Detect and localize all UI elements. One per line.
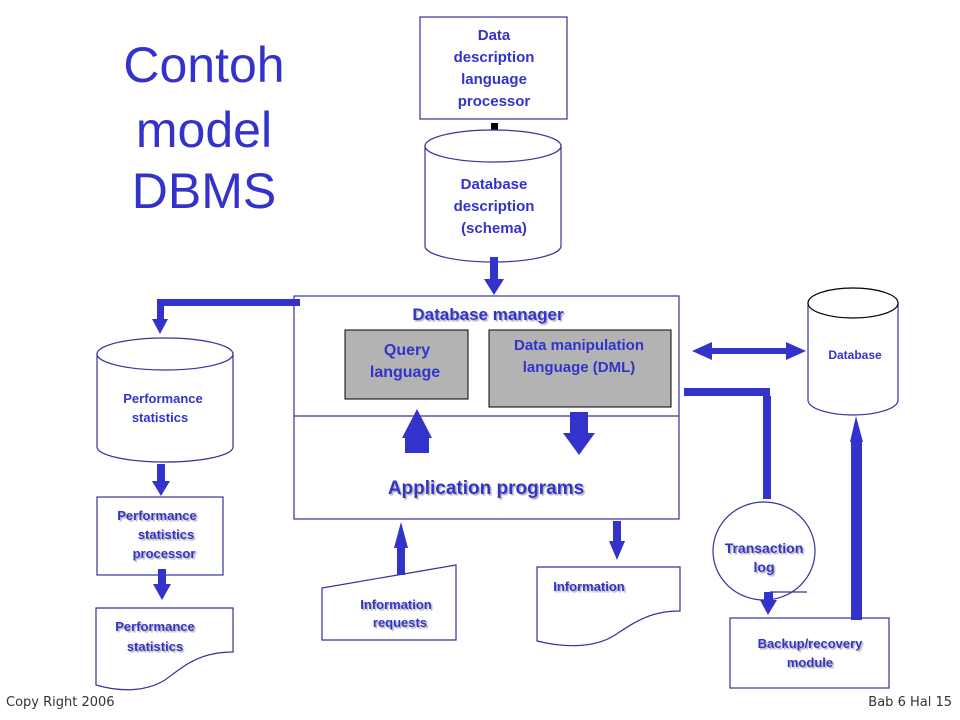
application-programs-label: Application programs [388, 478, 584, 499]
dml-node: Data manipulation language (DML) [488, 329, 672, 408]
svg-text:statistics: statistics [138, 527, 194, 542]
arrow-schema-to-manager [484, 257, 504, 295]
svg-text:Query: Query [384, 342, 430, 359]
arrow-backup-to-database [850, 416, 863, 620]
svg-text:Performance: Performance [115, 619, 194, 634]
backup-recovery-node: Backup/recovery module [729, 617, 890, 689]
footer-page-number: Bab 6 Hal 15 [868, 695, 952, 710]
performance-statistics-report-node: Performance statistics [95, 607, 234, 691]
svg-text:Performance: Performance [123, 391, 202, 406]
svg-text:statistics: statistics [132, 410, 188, 425]
svg-text:description: description [454, 49, 535, 66]
title-line-1: Contoh [123, 37, 284, 93]
arrow-processor-to-report [153, 569, 171, 600]
arrow-log-to-backup [760, 592, 777, 615]
information-node: Information [536, 566, 681, 647]
arrow-manager-database-bidirectional [692, 342, 806, 360]
performance-statistics-processor-node: Performance statistics processor [96, 496, 224, 576]
information-requests-node: Information requests [321, 564, 457, 641]
connector-square [491, 123, 498, 130]
performance-statistics-db-node: Performance statistics [96, 337, 234, 463]
arrow-requests-to-app [394, 522, 408, 575]
footer-copyright: Copy Right 2006 [6, 695, 115, 710]
svg-text:language: language [461, 71, 527, 88]
arrow-perf-db-to-processor [152, 464, 170, 496]
svg-text:Database manager: Database manager [412, 305, 564, 324]
title-line-2: model [136, 102, 272, 158]
svg-text:Data manipulation: Data manipulation [514, 337, 644, 354]
svg-text:processor: processor [133, 546, 196, 561]
svg-text:statistics: statistics [127, 639, 183, 654]
arrow-app-to-information [609, 521, 625, 560]
transaction-log-node: Transaction log [712, 501, 816, 601]
svg-text:Backup/recovery: Backup/recovery [758, 636, 864, 651]
svg-text:requests: requests [373, 615, 427, 630]
schema-database-node: Database description (schema) [424, 129, 562, 263]
arrow-manager-to-transaction-log [684, 388, 771, 499]
svg-text:log: log [754, 559, 775, 575]
svg-text:processor: processor [458, 93, 531, 110]
svg-text:Transaction: Transaction [725, 540, 804, 556]
svg-text:Information: Information [553, 579, 625, 594]
query-language-node: Query language [344, 329, 469, 400]
svg-text:language: language [370, 364, 440, 381]
title-line-3: DBMS [132, 163, 276, 219]
svg-text:Performance: Performance [117, 508, 196, 523]
arrow-dml-to-app [563, 412, 595, 455]
svg-text:module: module [787, 655, 833, 670]
database-node: Database [807, 287, 899, 416]
svg-text:Information: Information [360, 597, 432, 612]
svg-text:Data: Data [478, 27, 511, 44]
svg-text:Database: Database [828, 348, 882, 362]
arrow-manager-to-perf-stats [152, 299, 300, 334]
arrow-app-to-query [402, 409, 432, 453]
svg-text:(schema): (schema) [461, 220, 527, 237]
svg-text:description: description [454, 198, 535, 215]
slide-title: Contoh model DBMS [123, 37, 284, 219]
svg-text:Database: Database [461, 176, 528, 193]
ddl-processor-node: Data description language processor [419, 16, 568, 120]
svg-text:language (DML): language (DML) [523, 359, 636, 376]
